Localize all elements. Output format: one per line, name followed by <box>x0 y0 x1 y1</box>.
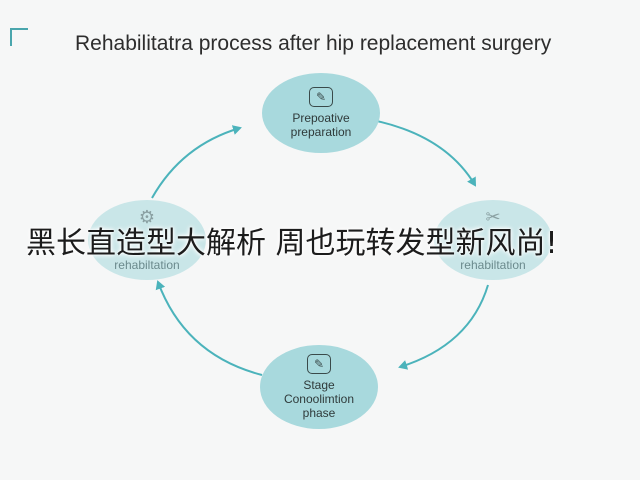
arrow-bottom-to-left <box>155 280 263 376</box>
node-consolidation-phase: ✎ Stage Conoolimtion phase <box>260 345 378 429</box>
arrow-top-to-right <box>371 119 477 187</box>
overlay-caption: 黑长直造型大解析 周也玩转发型新风尚! <box>26 226 558 261</box>
arrow-right-to-bottom <box>398 284 489 370</box>
node-label: Stage <box>303 378 335 392</box>
scissors-icon: ✂ <box>485 207 501 227</box>
node-left-rehabilitation: ⚙ rehabiltation <box>88 200 206 280</box>
diagram-title: Rehabilitatra process after hip replacem… <box>75 32 552 55</box>
node-preoperative-preparation: ✎ Prepoative preparation <box>262 73 380 153</box>
pen-icon: ✎ <box>309 87 333 107</box>
node-label: phase <box>302 406 336 420</box>
node-label: Prepoative <box>292 111 350 125</box>
node-label: rehabiltation <box>114 258 180 272</box>
node-label: Conoolimtion <box>283 392 355 406</box>
arrow-left-to-top <box>151 125 242 199</box>
node-label: rehabiltation <box>460 258 526 272</box>
gear-icon: ⚙ <box>138 207 156 227</box>
pen-icon: ✎ <box>307 354 331 374</box>
node-right-rehabilitation: ✂ rehabiltation <box>434 200 552 280</box>
node-label: preparation <box>290 125 352 139</box>
corner-bracket <box>10 28 28 46</box>
